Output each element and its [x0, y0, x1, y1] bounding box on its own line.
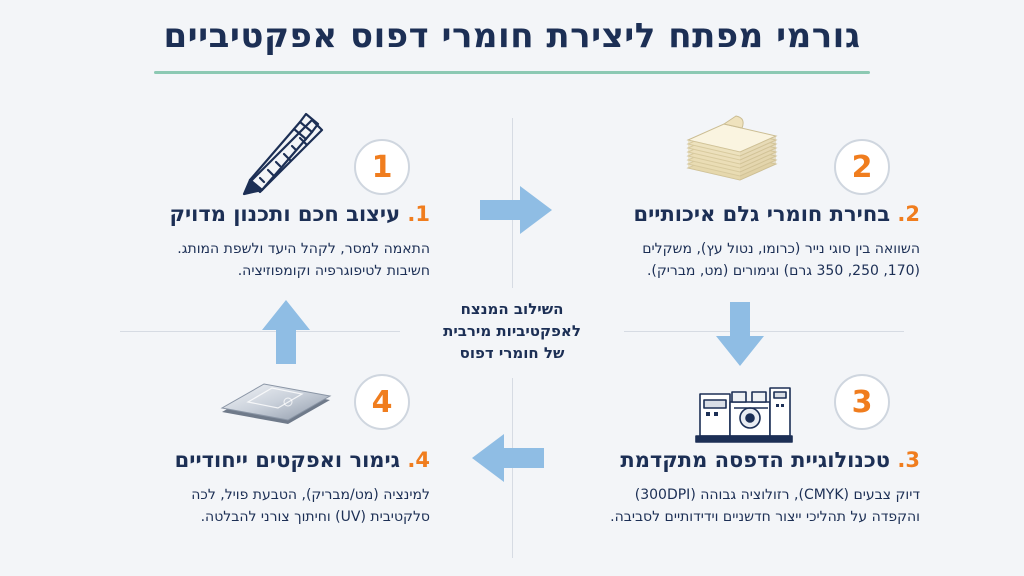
step-3-number-label: 3.: [897, 448, 920, 472]
step-3-heading-text: טכנולוגיית הדפסה מתקדמת: [620, 448, 891, 472]
step-1-number-badge: 1: [354, 139, 410, 195]
laminated-sheet-icon: [218, 372, 334, 428]
arrow-left-icon: [472, 434, 544, 482]
center-summary: השילוב המנצח לאפקטיביות מירבית של חומרי …: [392, 298, 632, 364]
step-2-number-badge: 2: [834, 139, 890, 195]
step-1-desc-line-2: חשיבות לטיפוגרפיה וקומפוזיציה.: [237, 263, 430, 279]
printing-press-icon: [694, 372, 794, 446]
step-4-number-label: 4.: [407, 448, 430, 472]
step-4-heading: 4. גימור ואפקטים ייחודיים: [110, 448, 430, 472]
step-1-number-label: 1.: [407, 202, 430, 226]
step-1-heading-text: עיצוב חכם ותכנון מדויק: [169, 202, 401, 226]
step-1-heading: 1. עיצוב חכם ותכנון מדויק: [110, 202, 430, 226]
divider-horizontal-right: [624, 331, 904, 332]
step-4-number-badge: 4: [354, 374, 410, 430]
step-3-number-badge: 3: [834, 374, 890, 430]
center-line-1: השילוב המנצח: [460, 300, 564, 318]
divider-horizontal-left: [120, 331, 400, 332]
step-2-description: השוואה בין סוגי נייר (כרומו, נטול עץ), מ…: [590, 238, 920, 282]
arrow-up-icon: [262, 300, 310, 364]
pen-ruler-icon: [238, 108, 328, 196]
step-3-description: דיוק צבעים (CMYK), רזולוציה גבוהה (300DP…: [590, 484, 920, 528]
center-line-3: של חומרי דפוס: [459, 344, 565, 362]
step-2-heading-text: בחירת חומרי גלם איכותיים: [633, 202, 891, 226]
step-2-desc-line-2: (170, 250, 350 גרם) וגימורים (מט, מבריק)…: [646, 263, 920, 279]
step-4-heading-text: גימור ואפקטים ייחודיים: [174, 448, 401, 472]
step-1-description: התאמה למסר, לקהל היעד ולשפת המותג. חשיבו…: [100, 238, 430, 282]
arrow-down-icon: [716, 302, 764, 366]
step-4-desc-line-2: סלקטיבית (UV) וחיתוך צורני להבלטה.: [200, 509, 430, 525]
step-2-number-label: 2.: [897, 202, 920, 226]
step-4-card: 4. גימור ואפקטים ייחודיים למינציה (מט/מב…: [100, 448, 430, 548]
step-2-heading: 2. בחירת חומרי גלם איכותיים: [600, 202, 920, 226]
page-title: גורמי מפתח ליצירת חומרי דפוס אפקטיביים: [163, 16, 861, 56]
step-3-desc-line-2: והקפדה על תהליכי ייצור חדשניים וידידותיי…: [610, 509, 920, 525]
center-line-2: לאפקטיביות מירבית: [443, 322, 581, 340]
title-underline: [154, 71, 870, 74]
paper-stack-icon: [680, 108, 780, 198]
step-1-desc-line-1: התאמה למסר, לקהל היעד ולשפת המותג.: [177, 241, 430, 257]
step-4-desc-line-1: למינציה (מט/מבריק), הטבעת פויל, לכה: [191, 487, 430, 503]
step-1-card: 1. עיצוב חכם ותכנון מדויק התאמה למסר, לק…: [100, 202, 430, 302]
step-2-desc-line-1: השוואה בין סוגי נייר (כרומו, נטול עץ), מ…: [642, 241, 920, 257]
step-3-heading: 3. טכנולוגיית הדפסה מתקדמת: [600, 448, 920, 472]
step-3-card: 3. טכנולוגיית הדפסה מתקדמת דיוק צבעים (C…: [590, 448, 920, 548]
step-3-desc-line-1: דיוק צבעים (CMYK), רזולוציה גבוהה (300DP…: [634, 487, 920, 503]
step-2-card: 2. בחירת חומרי גלם איכותיים השוואה בין ס…: [590, 202, 920, 302]
arrow-right-icon: [480, 186, 552, 234]
step-4-description: למינציה (מט/מבריק), הטבעת פויל, לכה סלקט…: [100, 484, 430, 528]
